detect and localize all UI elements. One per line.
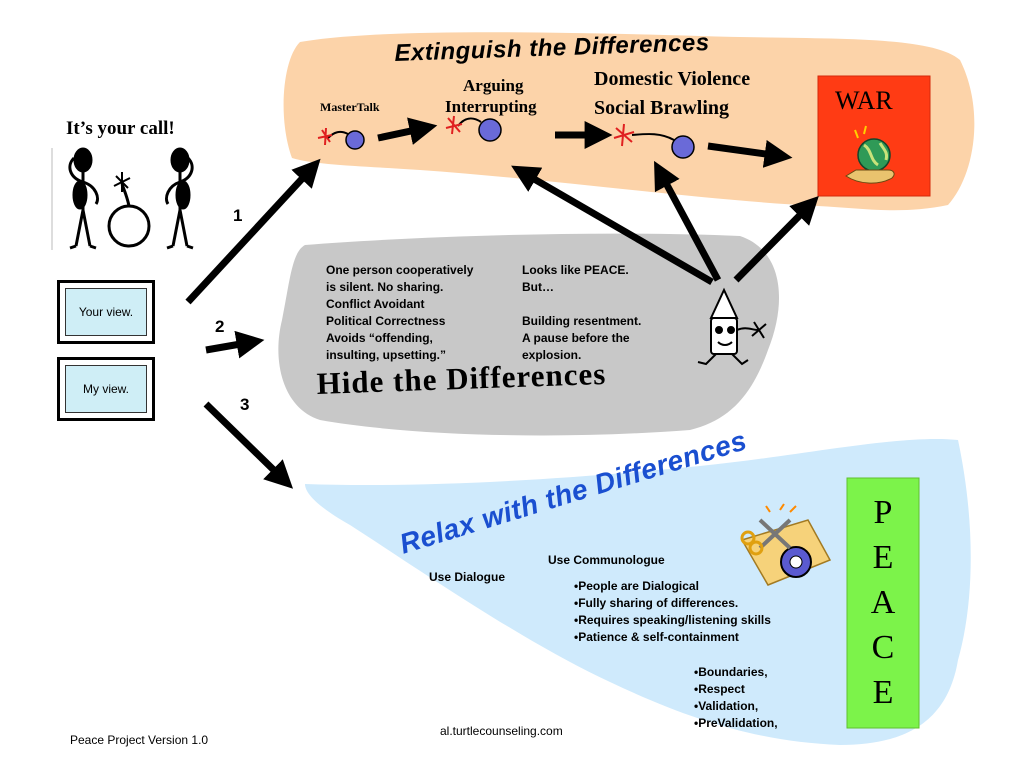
peace-box [846, 477, 920, 729]
arrow-path-one [185, 158, 321, 305]
hide-left-line: insulting, upsetting.” [326, 348, 446, 362]
my-view-label: My view. [65, 365, 147, 413]
arrow-domestic-to-war [707, 140, 793, 168]
arrow-hide-to-domestic [654, 160, 722, 282]
extinguish-region [283, 32, 975, 211]
mastertalk-label: MasterTalk [320, 100, 380, 114]
hide-left-line: is silent. No sharing. [326, 280, 444, 294]
bullet-item: •People are Dialogical [574, 579, 699, 593]
path-number-three: 3 [240, 395, 250, 414]
arrow-path-three [203, 401, 294, 489]
scissors-cutting-fuse-icon [740, 503, 832, 586]
relax-region [305, 438, 971, 745]
peace-letter: E [872, 539, 894, 576]
social-brawling-label: Social Brawling [594, 97, 730, 119]
arrow-hide-to-arguing [511, 165, 714, 286]
hide-right-line: Looks like PEACE. [522, 263, 629, 277]
arrow-hide-to-war [733, 196, 819, 283]
two-figures-with-bomb-icon [68, 147, 194, 250]
bullet-item: •Fully sharing of differences. [574, 596, 739, 610]
war-label: WAR [835, 86, 893, 115]
hide-left-line: Avoids “offending, [326, 331, 433, 345]
peace-letter: E [872, 674, 894, 711]
my-view-box: My view. [57, 357, 155, 421]
hide-right-line: explosion. [522, 348, 582, 362]
hide-left-text: One person cooperatively is silent. No s… [326, 262, 473, 364]
hide-right-line: But… [522, 280, 554, 294]
communologue-bullets: •People are Dialogical •Fully sharing of… [574, 578, 771, 646]
path-number-two: 2 [215, 317, 225, 336]
bomb-icon-domestic [613, 123, 695, 159]
your-view-label: Your view. [65, 288, 147, 336]
interrupting-label: Interrupting [445, 97, 537, 116]
globe-in-hand-icon [845, 125, 895, 184]
use-dialogue-label: Use Dialogue [429, 570, 506, 584]
peace-letter: C [871, 629, 895, 666]
your-call-label: It’s your call! [66, 118, 175, 139]
your-view-box: Your view. [57, 280, 155, 344]
hide-left-line: One person cooperatively [326, 263, 474, 277]
arrow-path-two [205, 330, 265, 359]
arrow-mastertalk-to-arguing [377, 117, 438, 145]
peace-letter: A [870, 584, 896, 621]
hide-region [278, 233, 780, 436]
hide-right-text: Looks like PEACE. But… Building resentme… [522, 262, 641, 364]
hide-left-line: Conflict Avoidant [326, 297, 425, 311]
peace-bullets: •Boundaries, •Respect •Validation, •PreV… [694, 664, 778, 732]
bullet-item: •Validation, [694, 699, 759, 713]
arguing-label: Arguing [463, 76, 524, 95]
hide-right-line: A pause before the [522, 331, 630, 345]
bomb-icon-arguing [445, 115, 502, 142]
hide-right-line: Building resentment. [522, 314, 642, 328]
bullet-item: •Requires speaking/listening skills [574, 613, 771, 627]
firecracker-character-icon [697, 287, 767, 366]
footer-site: al.turtlecounseling.com [440, 724, 563, 738]
peace-letter: P [873, 494, 893, 531]
path-number-one: 1 [233, 206, 243, 225]
use-communologue-label: Use Communologue [548, 553, 665, 567]
bullet-item: •Respect [694, 682, 745, 696]
domestic-violence-label: Domestic Violence [594, 68, 751, 90]
hide-right-spacer [522, 296, 641, 313]
bullet-item: •Boundaries, [694, 665, 768, 679]
bullet-item: •Patience & self-containment [574, 630, 739, 644]
hide-left-line: Political Correctness [326, 314, 446, 328]
footer-version: Peace Project Version 1.0 [70, 733, 209, 747]
bullet-item: •PreValidation, [694, 716, 778, 730]
bomb-icon-mastertalk [317, 127, 365, 150]
peace-word: P E A C E [847, 490, 919, 715]
